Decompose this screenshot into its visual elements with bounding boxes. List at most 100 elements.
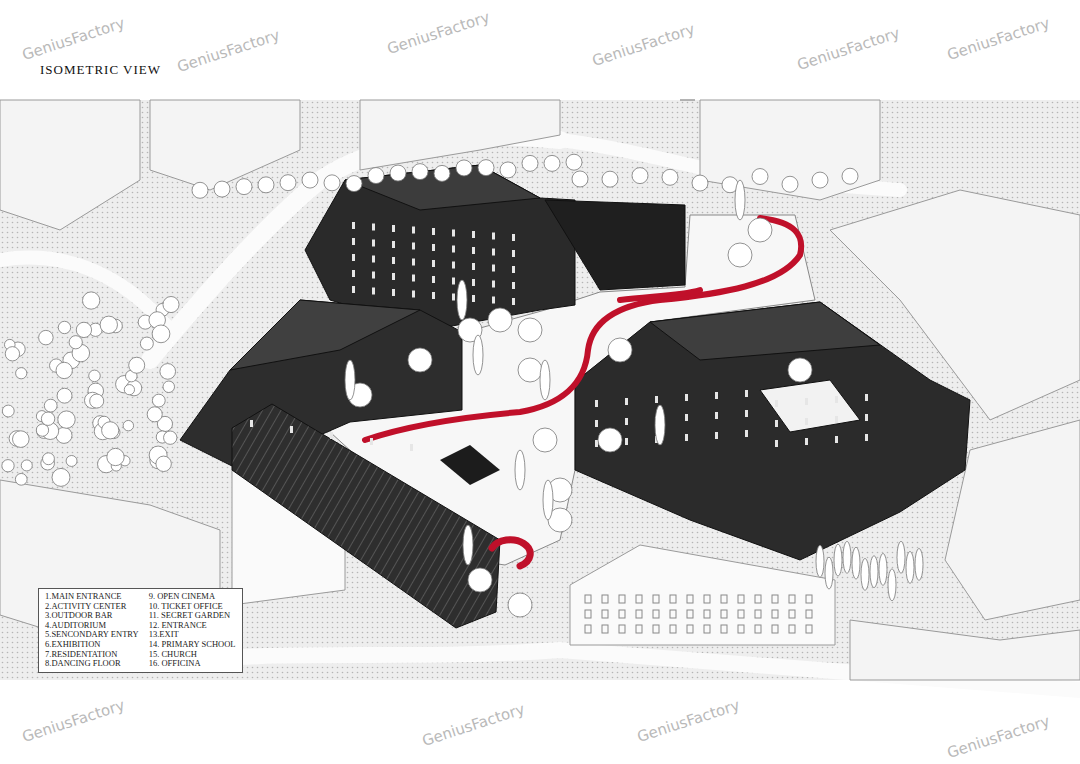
- building-windows: [602, 595, 608, 603]
- trees: [66, 455, 77, 466]
- building-windows: [636, 625, 642, 633]
- building-windows: [432, 260, 435, 267]
- building-windows: [805, 398, 808, 405]
- building-windows: [372, 288, 375, 295]
- legend-entry: 2.ACTIVITY CENTER: [45, 602, 139, 612]
- trees: [152, 325, 170, 343]
- red-path: [620, 290, 700, 300]
- building-windows: [619, 595, 625, 603]
- building-windows: [432, 276, 435, 283]
- building-windows: [512, 282, 515, 289]
- red-path: [365, 218, 801, 566]
- legend-entry: 1.MAIN ENTRANCE: [45, 592, 139, 602]
- trees: [41, 412, 54, 425]
- trees: [152, 394, 165, 407]
- trees: [897, 541, 905, 573]
- building-windows: [392, 225, 395, 232]
- trees: [566, 154, 582, 170]
- trees: [102, 422, 119, 439]
- ground: [0, 100, 1080, 680]
- building-windows: [745, 390, 748, 397]
- building-windows: [452, 262, 455, 269]
- trees: [533, 428, 557, 452]
- trees: [76, 322, 91, 337]
- trees: [515, 450, 525, 490]
- trees: [90, 394, 104, 408]
- building-windows: [250, 420, 253, 427]
- building-windows: [670, 610, 676, 618]
- roads: [0, 258, 170, 330]
- building-windows: [789, 625, 795, 633]
- trees: [488, 308, 512, 332]
- trees: [478, 160, 494, 176]
- trees: [748, 218, 772, 242]
- building-windows: [432, 244, 435, 251]
- building-windows: [372, 272, 375, 279]
- building-windows: [595, 440, 598, 447]
- building-windows: [653, 625, 659, 633]
- building-windows: [670, 595, 676, 603]
- building-windows: [595, 400, 598, 407]
- building-windows: [492, 233, 495, 240]
- building-windows: [704, 625, 710, 633]
- legend-entry: 6.EXHIBITION: [45, 640, 139, 650]
- building-windows: [738, 625, 744, 633]
- trees: [457, 280, 467, 320]
- trees: [58, 321, 70, 333]
- watermark: GeniusFactory: [385, 8, 492, 58]
- building-windows: [721, 610, 727, 618]
- trees: [140, 337, 153, 350]
- building-windows: [625, 418, 628, 425]
- building-windows: [687, 625, 693, 633]
- building-windows: [472, 263, 475, 270]
- building-windows: [372, 240, 375, 247]
- building-windows: [670, 625, 676, 633]
- building-windows: [653, 595, 659, 603]
- building-windows: [392, 257, 395, 264]
- trees: [192, 182, 208, 198]
- trees: [129, 357, 145, 373]
- building-windows: [772, 625, 778, 633]
- trees: [280, 175, 296, 191]
- city-blocks: [700, 100, 880, 200]
- trees: [214, 181, 230, 197]
- building-windows: [412, 275, 415, 282]
- dark-buildings: [230, 300, 420, 370]
- trees: [16, 368, 27, 379]
- building-windows: [805, 418, 808, 425]
- building-windows: [352, 222, 355, 229]
- building-windows: [636, 595, 642, 603]
- city-blocks: [0, 100, 140, 230]
- trees: [543, 480, 553, 520]
- trees: [463, 525, 473, 565]
- building-windows: [372, 256, 375, 263]
- trees: [655, 405, 665, 445]
- building-windows: [745, 430, 748, 437]
- building-windows: [789, 595, 795, 603]
- trees: [788, 358, 812, 382]
- building-windows: [602, 625, 608, 633]
- trees: [39, 330, 54, 345]
- trees: [164, 431, 177, 444]
- building-windows: [602, 610, 608, 618]
- trees: [888, 569, 896, 601]
- legend-entry: 9. OPEN CINEMA: [149, 592, 236, 602]
- building-windows: [745, 410, 748, 417]
- legend-entry: 15. CHURCH: [149, 650, 236, 660]
- watermark: GeniusFactory: [945, 712, 1052, 762]
- trees: [324, 175, 340, 191]
- dark-buildings: [575, 302, 970, 560]
- city-blocks: [570, 545, 835, 645]
- building-windows: [472, 247, 475, 254]
- building-windows: [472, 231, 475, 238]
- legend-entry: 13.EXIT: [149, 630, 236, 640]
- trees: [735, 180, 745, 220]
- trees: [906, 551, 914, 583]
- building-windows: [687, 595, 693, 603]
- trees: [728, 243, 752, 267]
- trees: [500, 162, 516, 178]
- building-windows: [412, 243, 415, 250]
- building-windows: [755, 625, 761, 633]
- trees: [572, 171, 588, 187]
- building-windows: [370, 438, 373, 445]
